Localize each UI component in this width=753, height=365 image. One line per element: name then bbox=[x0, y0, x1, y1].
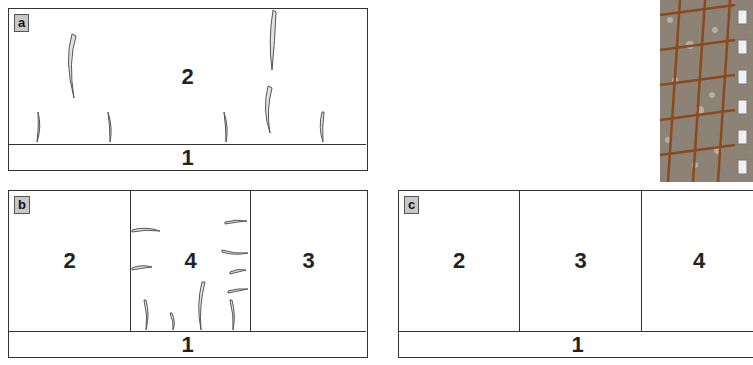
concrete-layer: 1 bbox=[399, 331, 753, 357]
layer-number: 1 bbox=[181, 334, 193, 356]
concrete-layer: 1 bbox=[9, 331, 366, 357]
concrete-layer: 3 bbox=[250, 191, 366, 331]
rebar-photo bbox=[660, 0, 753, 182]
panel-letter: a bbox=[14, 14, 29, 32]
panel-frame: b 2 4 3 1 bbox=[8, 190, 368, 358]
layer-number: 3 bbox=[574, 250, 586, 272]
concrete-layer: 4 bbox=[641, 191, 753, 331]
layer-number: 2 bbox=[453, 250, 465, 272]
panel-letter: c bbox=[404, 196, 419, 214]
panel-letter: b bbox=[14, 196, 30, 214]
concrete-layer: 1 bbox=[9, 144, 366, 170]
layer-number: 1 bbox=[181, 147, 193, 169]
layer-number: 3 bbox=[302, 250, 314, 272]
layer-number: 1 bbox=[571, 334, 583, 356]
cracks bbox=[37, 10, 324, 330]
panel-frame: a 2 1 bbox=[8, 8, 368, 171]
concrete-layer: 4 bbox=[130, 191, 250, 331]
layer-number: 4 bbox=[693, 250, 705, 272]
panel-frame: c 2 3 4 1 bbox=[398, 190, 753, 358]
layer-number: 2 bbox=[63, 250, 75, 272]
layer-number: 4 bbox=[184, 250, 196, 272]
concrete-layer: 3 bbox=[519, 191, 641, 331]
concrete-layer: 2 bbox=[9, 9, 366, 144]
layer-number: 2 bbox=[181, 66, 193, 88]
